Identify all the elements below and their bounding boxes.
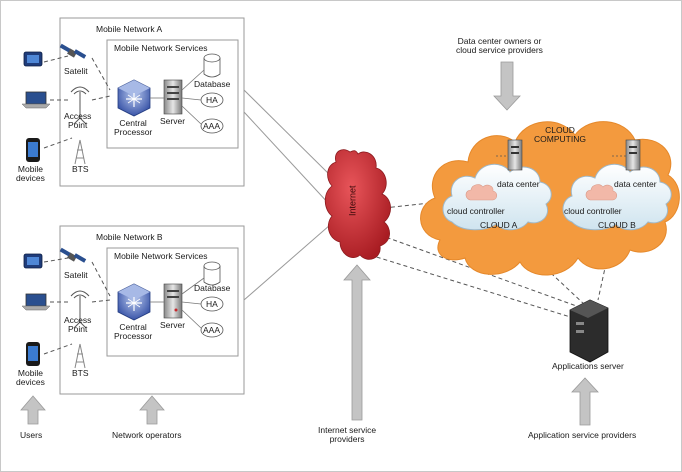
central-processor-icon [117,283,151,321]
satellite-icon [59,247,87,263]
internet-cloud-shape [324,149,391,260]
cloud-a-data-center-label: data center [497,179,540,189]
isp-label: Internet service providers [318,425,377,444]
bts-icon [74,343,86,369]
database-icon [203,261,221,286]
data-center-a-icon [496,139,523,171]
network-a-services-title: Mobile Network Services [114,43,208,53]
network-operators-label: Network operators [112,430,182,440]
satellite-icon [59,43,87,59]
bts-icon [74,139,86,165]
network-a-bts-label: BTS [72,164,89,174]
users-arrow [20,395,46,425]
mobile-devices-a-label: Mobile devices [16,164,45,183]
cloud-computing-label: CLOUD COMPUTING [534,125,586,144]
network-b-server-label: Server [160,320,186,330]
network-b-bts-label: BTS [72,368,89,378]
network-b-title: Mobile Network B [96,232,163,242]
network-b-devices [21,247,224,369]
database-icon [203,53,221,78]
data-center-owners-arrow [493,61,521,111]
network-b-aaa-label: AAA [203,325,221,335]
network-b-ha-label: HA [206,299,218,309]
cloud-a-shape [442,163,552,231]
cloud-b-shape [562,163,672,231]
isp-arrow [343,264,371,421]
internet-label: Internet [347,185,358,216]
network-to-internet-links [243,89,336,301]
cloud-a-name: CLOUD A [480,220,518,230]
network-b-central-processor-label: Central Processor [114,322,153,341]
data-center-owners-label: Data center owners or cloud service prov… [456,36,543,55]
network-a-title: Mobile Network A [96,24,163,34]
network-a-devices [21,43,224,165]
cloud-a-controller-label: cloud controller [447,206,505,216]
network-a-ha-label: HA [206,95,218,105]
aaa-ellipse [200,118,224,134]
cloud-controller-b-icon [585,184,618,201]
network-a-central-processor-label: Central Processor [114,118,153,137]
laptop-icon [25,91,47,105]
network-a-aaa-label: AAA [203,121,221,131]
network-b-access-point-label: Access Point [64,315,92,334]
cloud-controller-a-icon [465,184,498,201]
network-a-database-label: Database [194,79,231,89]
access-point-icon [70,290,90,329]
data-center-b-icon [612,139,641,171]
access-point-icon [70,86,90,125]
cloud-b-name: CLOUD B [598,220,636,230]
applications-server-label: Applications server [552,361,624,371]
network-b-satelit-label: Satelit [64,270,88,280]
gray-arrows [20,61,599,426]
cloud-b-controller-label: cloud controller [564,206,622,216]
application-service-providers-label: Application service providers [528,430,637,440]
cloud-b-data-center-label: data center [614,179,657,189]
asp-arrow [571,377,599,426]
users-label: Users [20,430,43,440]
central-processor-icon [117,79,151,117]
server-icon [163,283,183,319]
aaa-ellipse [200,322,224,338]
server-icon [163,79,183,115]
network-a-server-label: Server [160,116,186,126]
network-operators-arrow [139,395,165,425]
network-a-access-point-label: Access Point [64,111,92,130]
network-a-satelit-label: Satelit [64,66,88,76]
network-b-database-label: Database [194,283,231,293]
laptop-icon [25,293,47,307]
mobile-devices-b-label: Mobile devices [16,368,45,387]
network-b-services-title: Mobile Network Services [114,251,208,261]
applications-server-icon [569,299,609,363]
